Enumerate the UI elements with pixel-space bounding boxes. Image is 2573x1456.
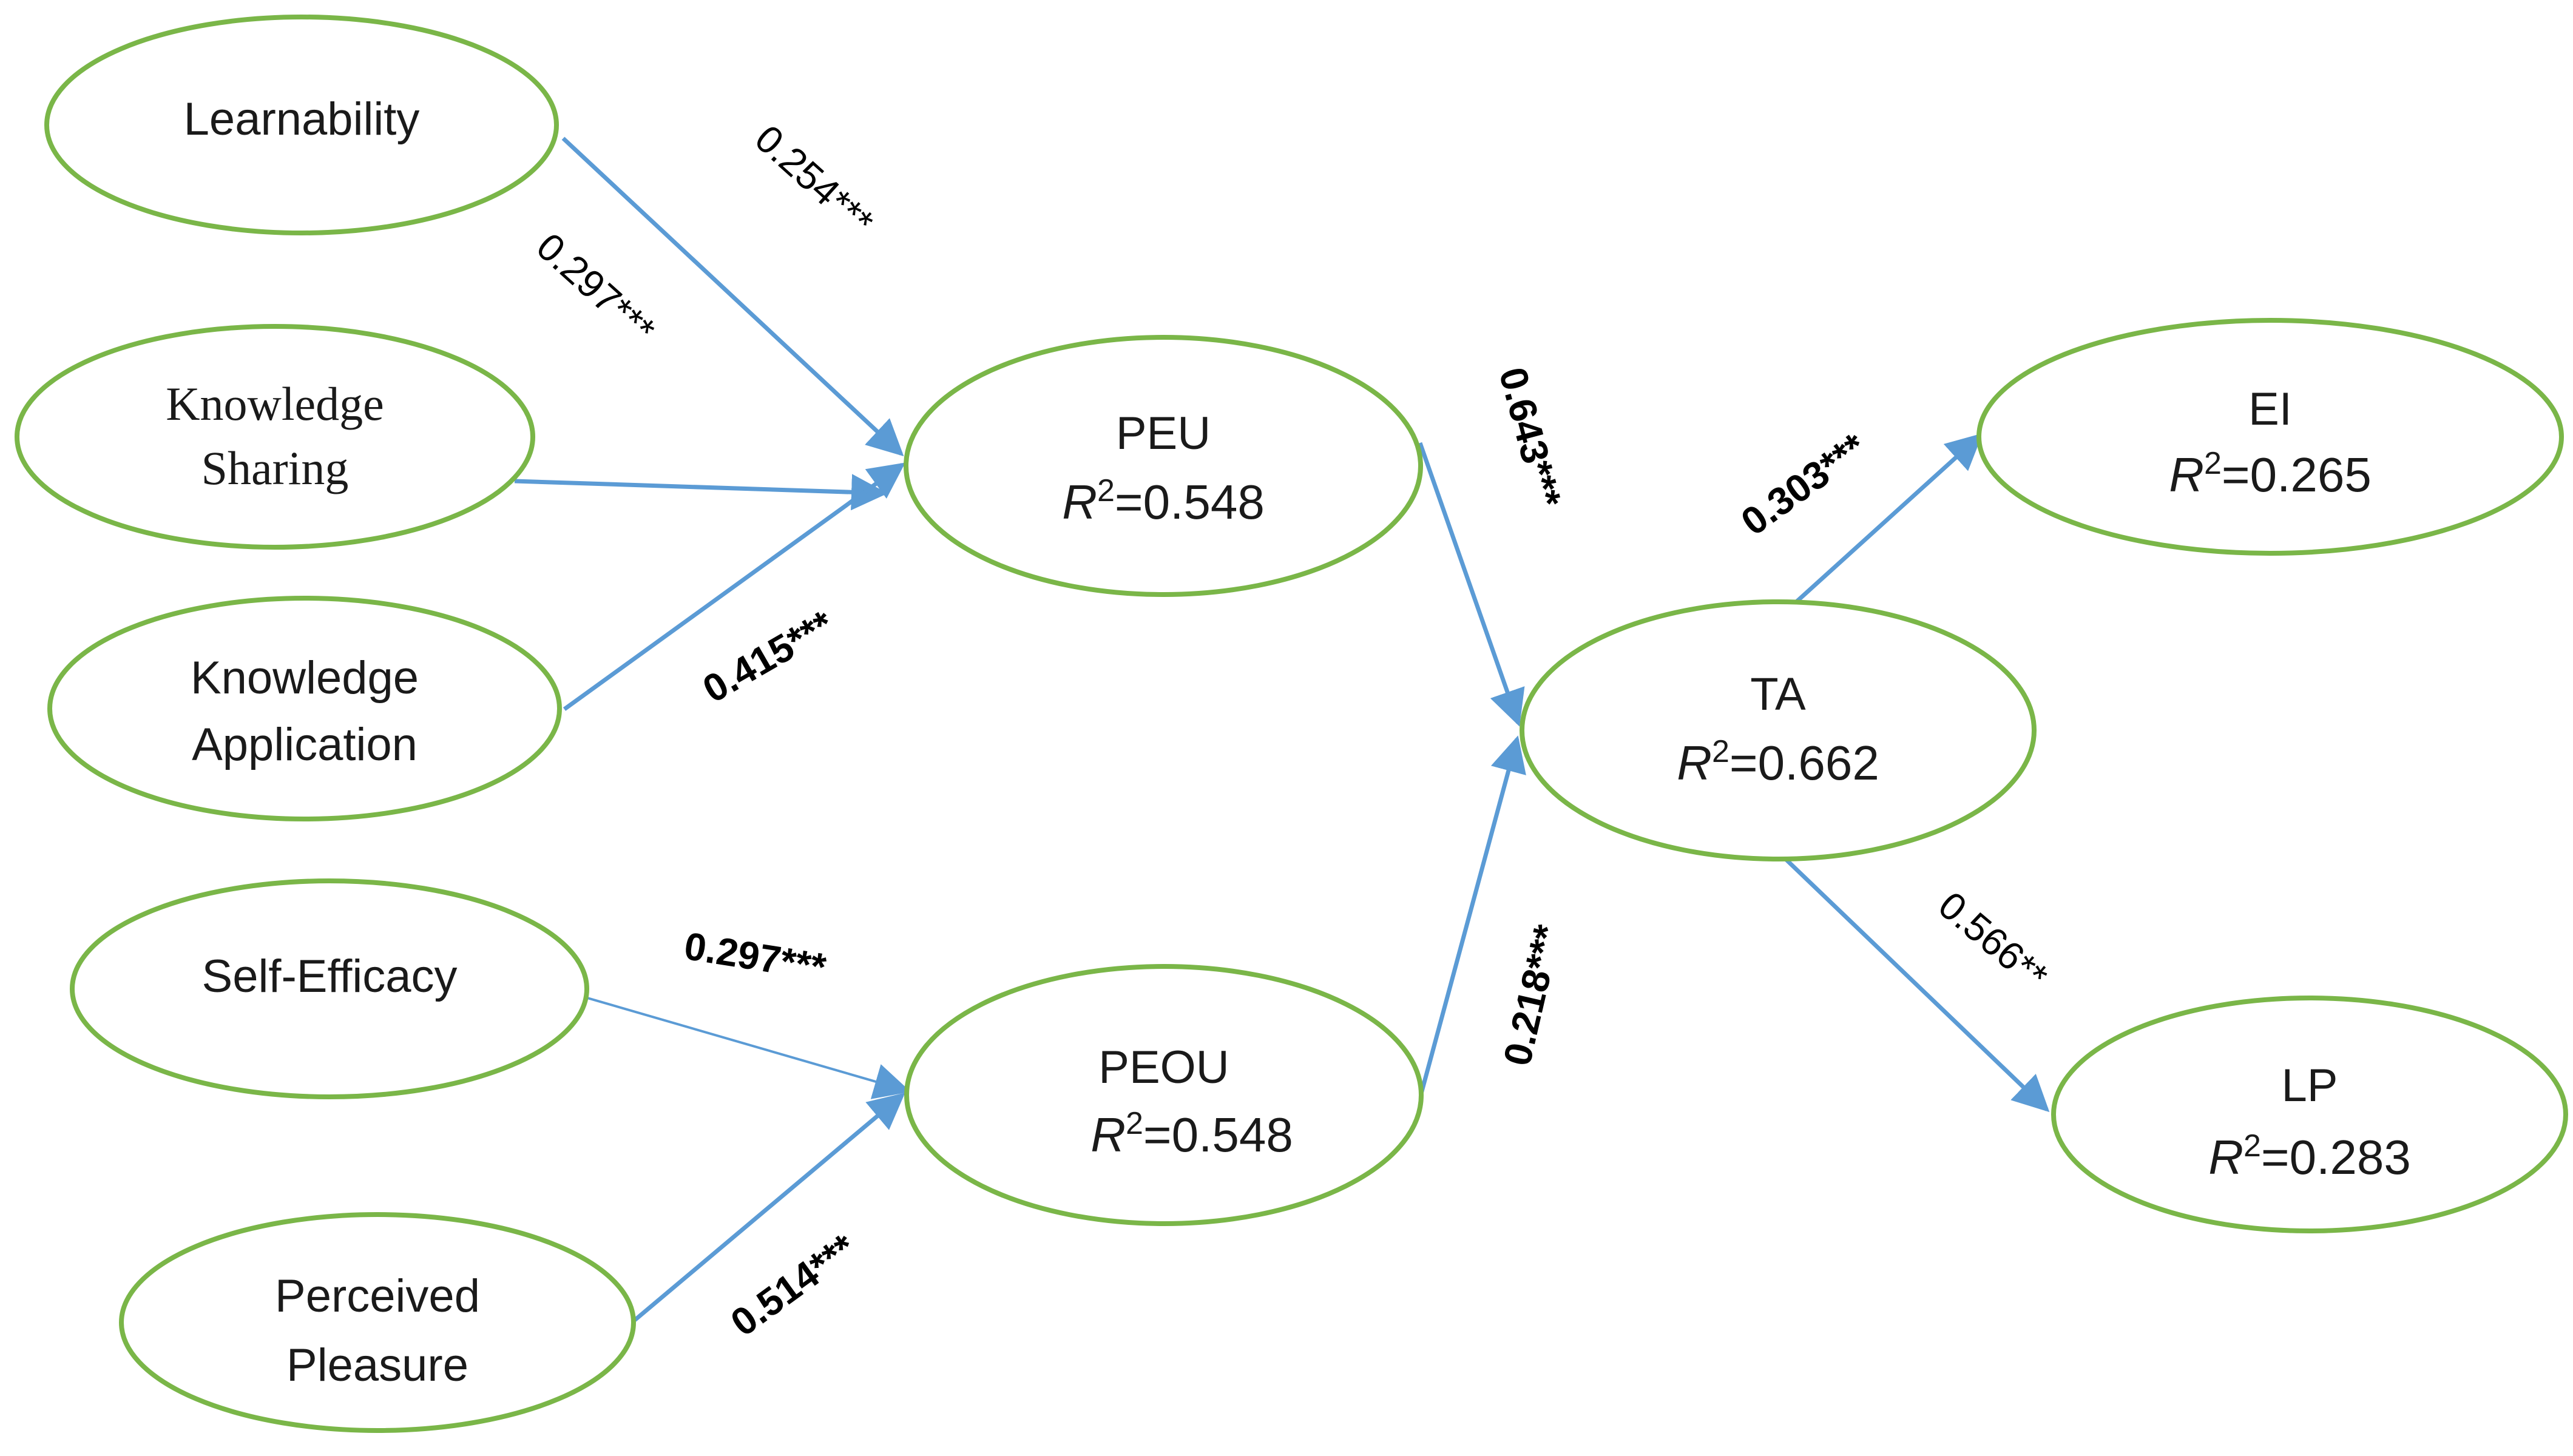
node-ta: TA R2=0.662 (1520, 599, 2037, 861)
r2-exponent: 2 (1712, 734, 1729, 769)
node-knowledge-sharing: Knowledge Sharing (15, 324, 535, 550)
coef-ta-lp: 0.566** (1930, 883, 2056, 999)
node-peu-r2: R2=0.548 (1062, 473, 1265, 529)
node-lp: LP R2=0.283 (2051, 996, 2568, 1233)
r2-symbol: R (1062, 475, 1097, 529)
r2-equals: = (1143, 1108, 1172, 1162)
node-ei-label: EI (2248, 383, 2292, 435)
coef-self-efficacy-peou: 0.297*** (681, 924, 829, 989)
edge-self-efficacy-peou (587, 997, 911, 1099)
edge-knowledge-application-peu (563, 462, 905, 711)
r2-symbol: R (1677, 736, 1712, 790)
r2-value: 0.548 (1143, 475, 1265, 529)
edge-peu-ta (1418, 442, 1525, 727)
node-lp-label: LP (2282, 1060, 2338, 1111)
coef-learnability-peu: 0.254*** (747, 116, 882, 244)
node-lp-r2: R2=0.283 (2208, 1128, 2411, 1184)
node-knowledge-application-line2: Application (192, 719, 418, 770)
node-self-efficacy-label: Self-Efficacy (202, 951, 458, 1002)
node-peou: PEOU R2=0.548 (904, 964, 1424, 1226)
edge-ta-ei (1774, 433, 1983, 622)
node-perceived-pleasure-line2: Pleasure (286, 1340, 468, 1391)
r2-value: 0.548 (1172, 1108, 1293, 1162)
node-learnability: Learnability (44, 15, 559, 235)
r2-symbol: R (2169, 448, 2204, 502)
node-peou-label: PEOU (1098, 1042, 1229, 1093)
node-perceived-pleasure-line1: Perceived (275, 1270, 480, 1322)
node-learnability-label: Learnability (184, 93, 420, 145)
r2-equals: = (1115, 475, 1143, 529)
node-knowledge-sharing-line1: Knowledge (166, 377, 384, 430)
node-peou-r2: R2=0.548 (1090, 1106, 1293, 1162)
r2-value: 0.283 (2290, 1130, 2411, 1184)
edge-knowledge-sharing-peu (514, 474, 888, 511)
node-self-efficacy: Self-Efficacy (70, 878, 589, 1099)
node-knowledge-sharing-line2: Sharing (201, 442, 349, 494)
r2-exponent: 2 (1097, 473, 1115, 508)
coef-knowledge-application-peu: 0.415*** (695, 602, 840, 711)
r2-symbol: R (1090, 1108, 1126, 1162)
node-knowledge-application: Knowledge Application (47, 596, 562, 821)
r2-value: 0.662 (1758, 736, 1879, 790)
node-ei: EI R2=0.265 (1976, 318, 2564, 556)
edge-perceived-pleasure-peou (633, 1093, 905, 1322)
coef-peu-ta: 0.643*** (1490, 363, 1569, 512)
coef-ta-ei: 0.303*** (1733, 425, 1874, 544)
coef-peou-ta: 0.218*** (1495, 921, 1569, 1070)
edge-ta-lp (1777, 851, 2050, 1113)
node-peu: PEU R2=0.548 (904, 335, 1423, 597)
node-peu-label: PEU (1116, 408, 1211, 459)
edge-learnability-peu (561, 136, 904, 457)
coef-perceived-pleasure-peou: 0.514*** (723, 1225, 864, 1344)
node-ta-r2: R2=0.662 (1677, 734, 1879, 790)
r2-value: 0.265 (2250, 448, 2372, 502)
r2-equals: = (2222, 448, 2250, 502)
r2-equals: = (1729, 736, 1758, 790)
node-perceived-pleasure: Perceived Pleasure (119, 1212, 636, 1433)
node-ta-label: TA (1750, 669, 1806, 720)
node-ei-r2: R2=0.265 (2169, 446, 2372, 502)
r2-equals: = (2261, 1130, 2290, 1184)
r2-exponent: 2 (1126, 1106, 1143, 1141)
coef-knowledge-sharing-peu: 0.297*** (529, 224, 664, 352)
r2-exponent: 2 (2243, 1128, 2261, 1164)
r2-exponent: 2 (2204, 446, 2222, 481)
edge-peou-ta (1418, 735, 1526, 1099)
node-knowledge-application-line1: Knowledge (191, 652, 419, 704)
r2-symbol: R (2208, 1130, 2243, 1184)
edges (514, 136, 2050, 1322)
